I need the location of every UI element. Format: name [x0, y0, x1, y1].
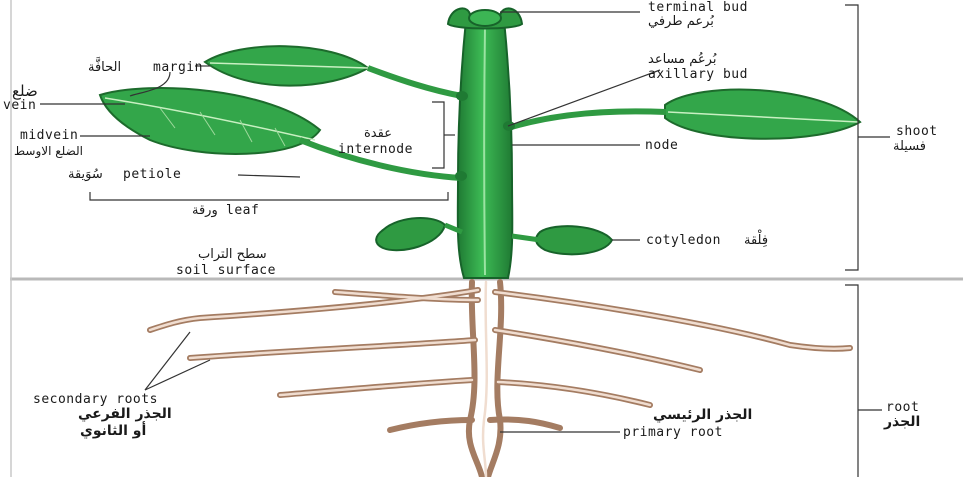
label-margin: margin	[153, 60, 203, 75]
label-axillary-bud-ar: بُرعُم مساعد	[648, 52, 716, 67]
label-soil-surface-ar: سطح التراب	[198, 247, 267, 262]
root-system	[150, 282, 850, 477]
right-leaf	[508, 90, 860, 139]
label-cotyledon-ar: فِلْقة	[744, 233, 768, 248]
label-primary-root-ar: الجذر الرئيسي	[653, 408, 752, 423]
label-node: node	[645, 138, 678, 153]
label-leaf-ar: ورقة	[192, 203, 218, 218]
label-terminal-bud-ar: بُرعم طرفي	[648, 14, 714, 29]
label-secondary-roots: secondary roots	[33, 392, 158, 407]
label-petiole-ar: سُوَيقة	[68, 167, 103, 182]
cotyledon-left	[376, 218, 462, 250]
label-cotyledon: cotyledon	[646, 233, 721, 248]
label-internode-ar: عقدة	[364, 126, 392, 141]
label-root-ar: الجذر	[884, 415, 920, 430]
label-primary-root: primary root	[623, 425, 723, 440]
label-internode: internode	[338, 142, 413, 157]
label-axillary-bud: axillary bud	[648, 67, 748, 82]
label-secondary-roots-ar-1: الجذر الفرعي	[78, 407, 172, 422]
label-midvein-ar: الضلع الاوسط	[14, 144, 83, 159]
label-vein: vein	[3, 98, 36, 113]
label-margin-ar: الحافَّة	[88, 60, 121, 75]
label-midvein: midvein	[20, 128, 78, 143]
label-petiole: petiole	[123, 167, 181, 182]
label-soil-surface: soil surface	[176, 263, 276, 278]
cotyledon-right	[512, 226, 612, 254]
label-leaf: leaf	[226, 203, 259, 218]
label-secondary-roots-ar-2: أو الثانوي	[80, 424, 146, 439]
label-vein-ar: ضلع	[12, 84, 38, 99]
upper-left-leaf	[205, 46, 462, 96]
label-terminal-bud: terminal bud	[648, 0, 748, 15]
label-shoot: shoot	[896, 124, 938, 139]
lower-left-leaf	[100, 88, 462, 178]
label-shoot-ar: فسيلة	[893, 139, 926, 154]
label-root: root	[886, 400, 919, 415]
